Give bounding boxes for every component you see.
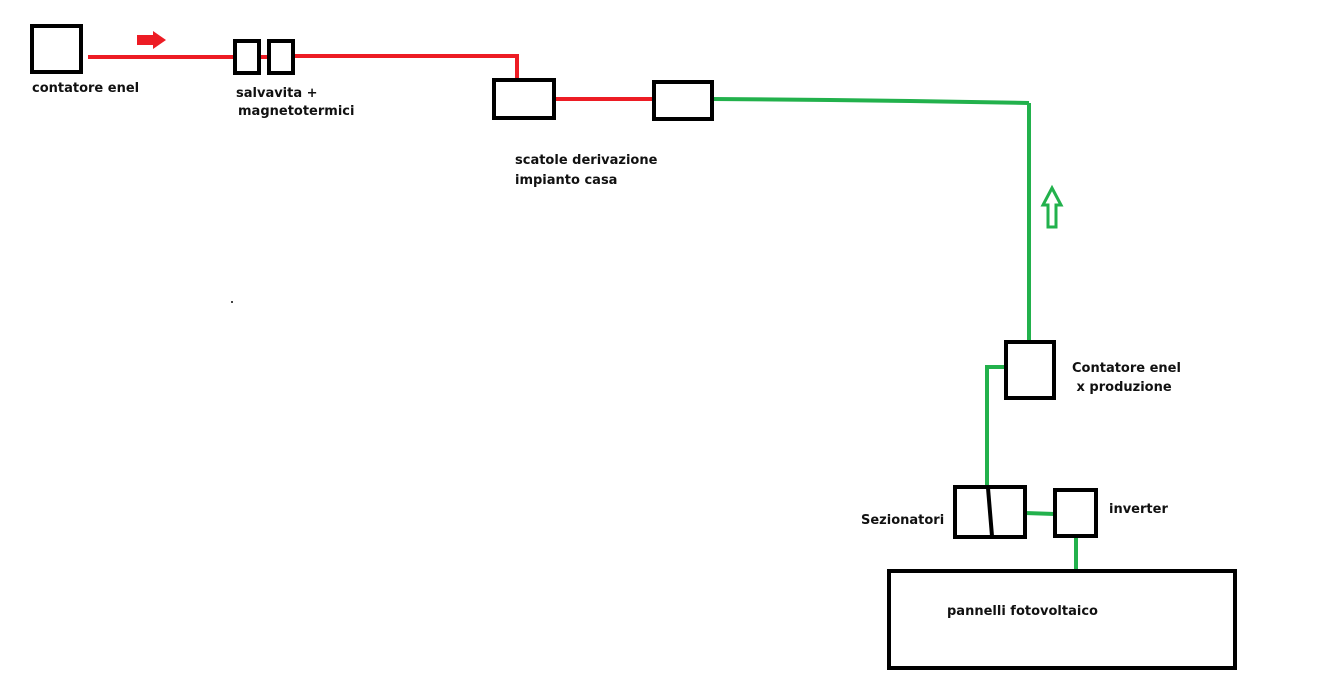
label-disconnector: Sezionatori (861, 513, 945, 528)
disconnector-box (953, 485, 1027, 539)
label-prod-meter-line2: x produzione (1072, 380, 1172, 395)
label-junction-line2: impianto casa (515, 173, 618, 188)
wire-junction-to-corner (711, 97, 1030, 105)
label-junction-line1: scatole derivazione (515, 153, 658, 168)
wire-prod-meter-to-disconnector (985, 365, 1006, 488)
breaker-box-1 (233, 39, 261, 75)
label-inverter: inverter (1109, 502, 1168, 517)
stray-dot (231, 301, 233, 303)
arrow-up-icon (1040, 184, 1064, 229)
production-wiring (711, 97, 1078, 570)
label-breakers-line2: magnetotermici (238, 104, 355, 119)
inverter-box (1053, 488, 1098, 538)
label-enel-meter: contatore enel (32, 81, 140, 96)
production-meter-box (1004, 340, 1056, 400)
wire-disconnector-to-inverter (1024, 511, 1056, 516)
label-prod-meter-line1: Contatore enel (1072, 361, 1181, 376)
arrow-right-icon (137, 31, 166, 49)
label-solar-panels: pannelli fotovoltaico (947, 604, 1098, 619)
enel-meter-box (30, 24, 83, 74)
junction-box-2 (652, 80, 714, 121)
junction-box-1 (492, 78, 556, 120)
consumption-wiring (88, 54, 654, 101)
solar-panels-box (887, 569, 1237, 670)
disconnector-switch-blade (986, 487, 994, 537)
label-breakers-line1: salvavita + (236, 86, 318, 101)
breaker-box-2 (267, 39, 295, 75)
